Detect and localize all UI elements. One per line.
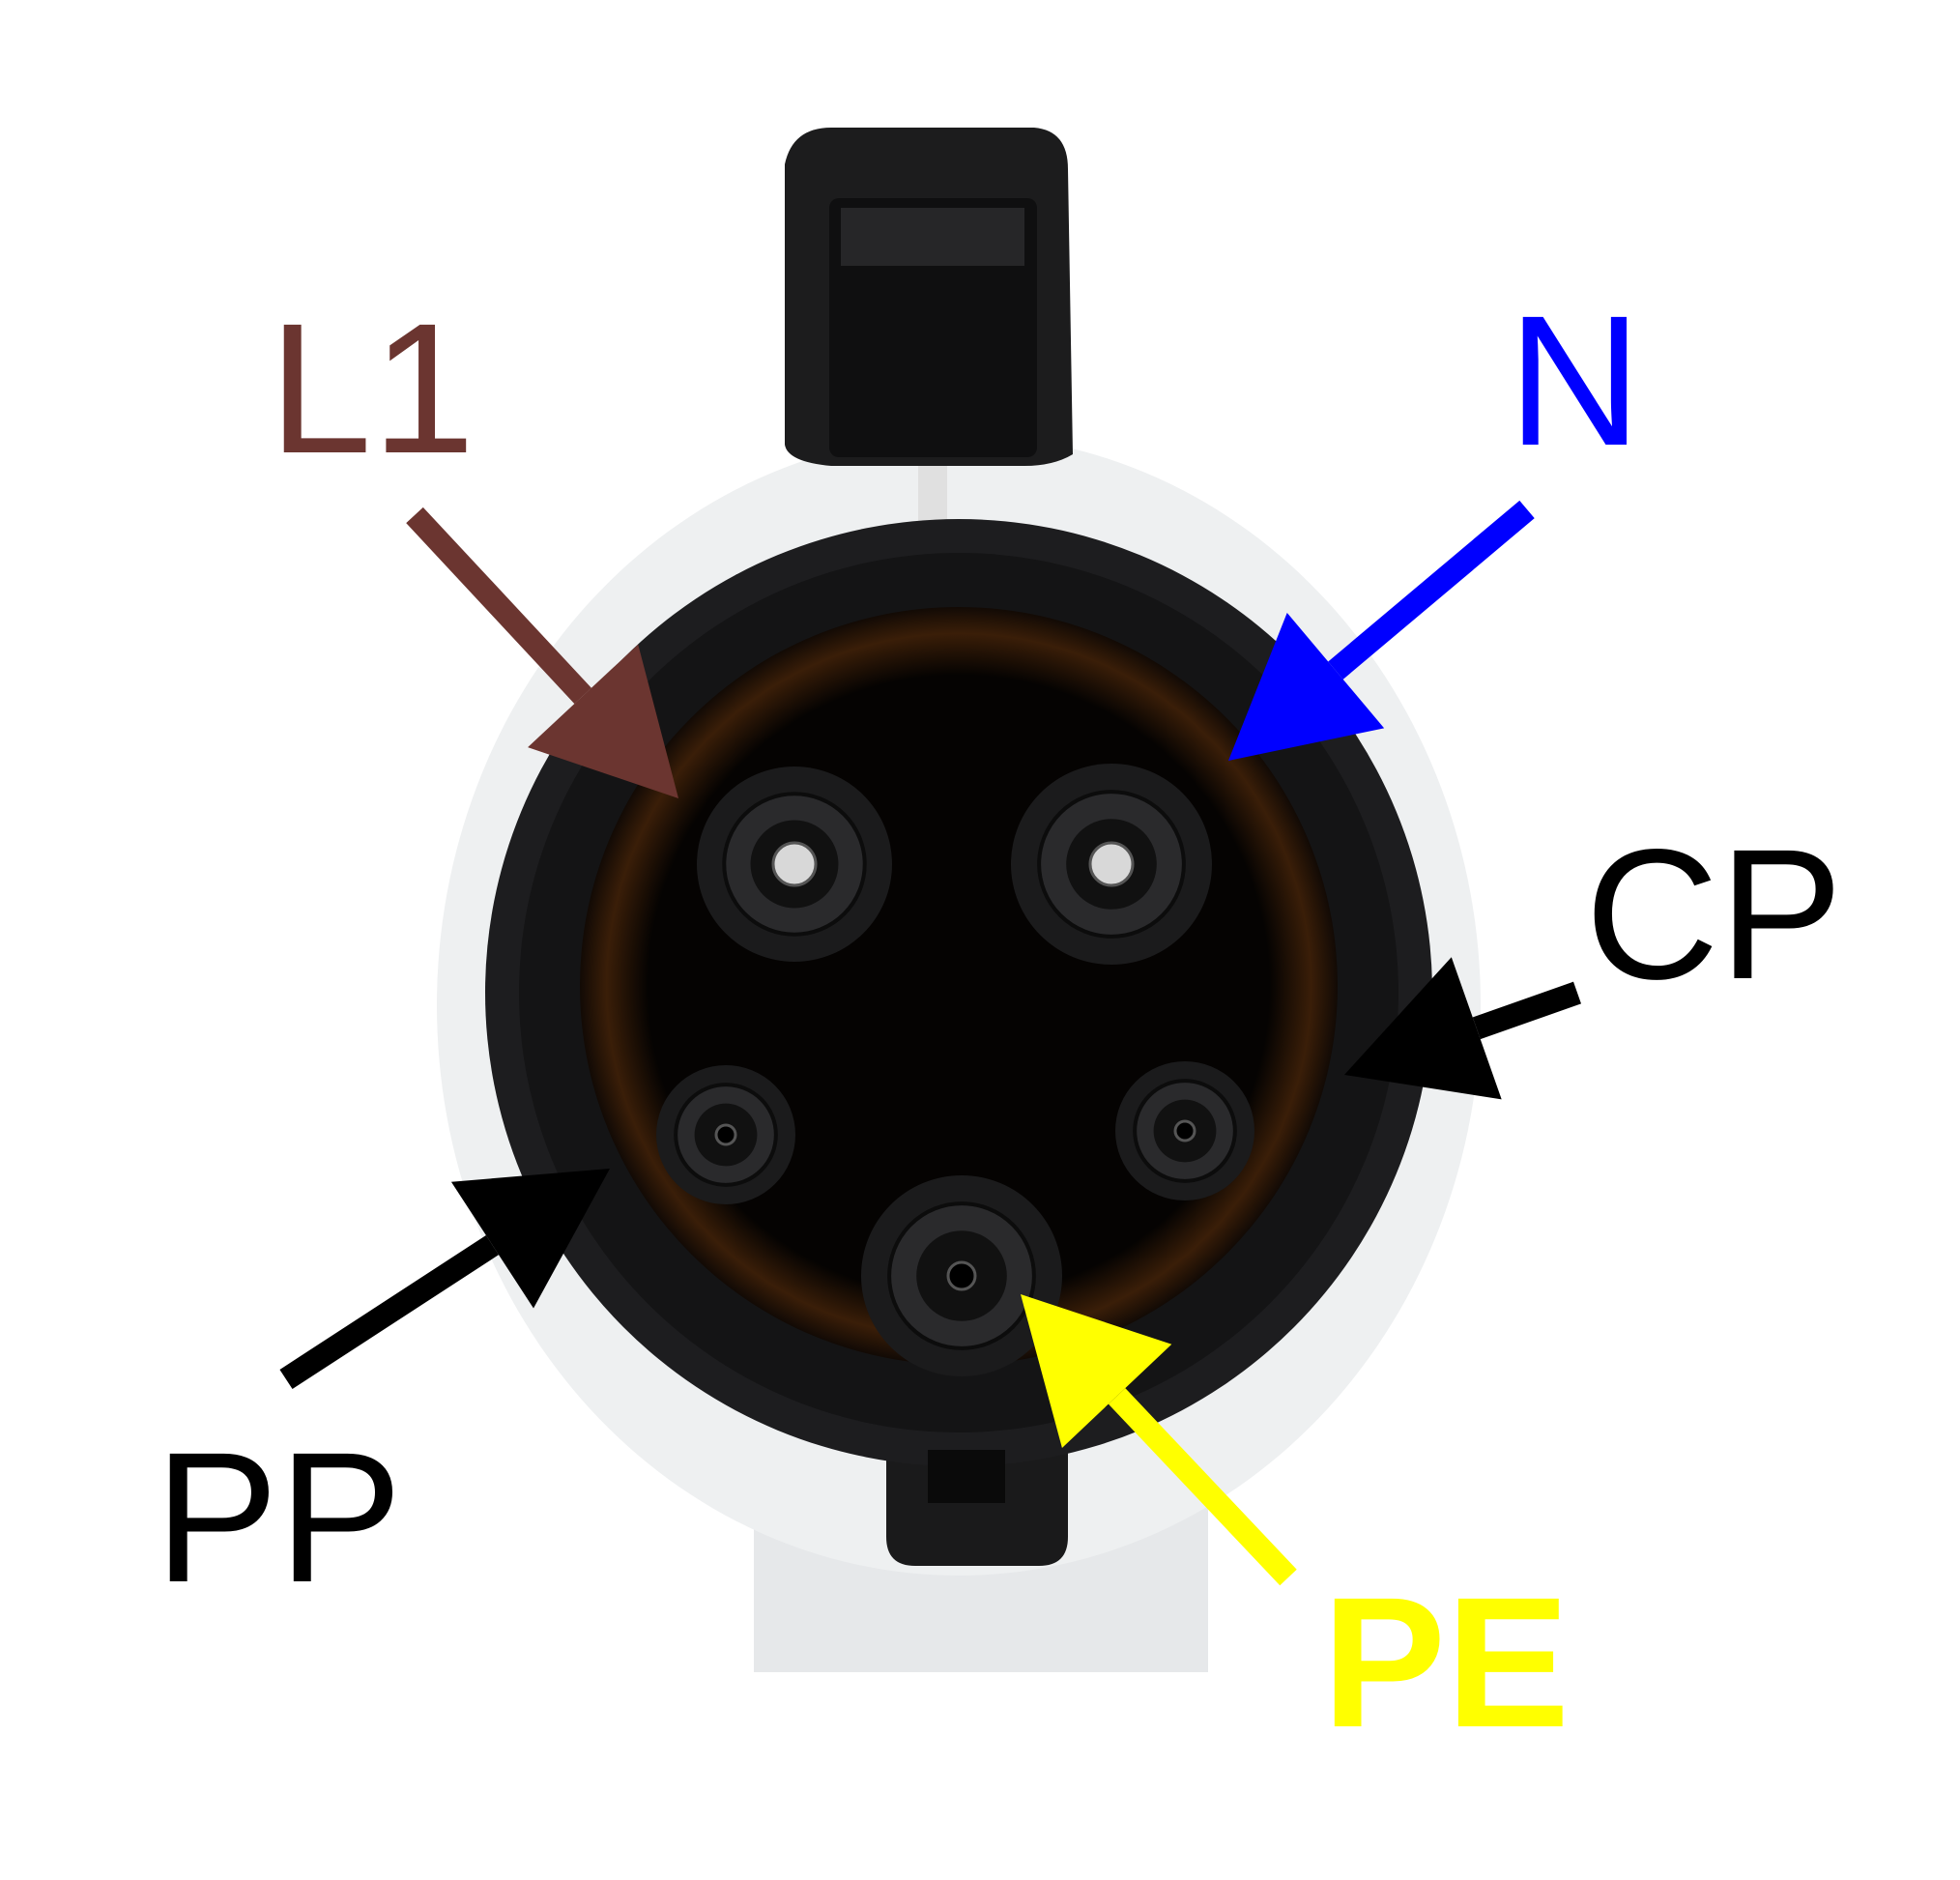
pin-l1	[697, 766, 892, 962]
arrow-cp	[1344, 957, 1581, 1100]
pin-pp	[656, 1065, 795, 1204]
arrow-pe	[1021, 1294, 1297, 1586]
pin-cp	[1115, 1061, 1254, 1200]
label-pe: PE	[1322, 1558, 1570, 1766]
arrow-n	[1228, 500, 1535, 761]
label-n: N	[1508, 276, 1642, 484]
latch	[785, 128, 1073, 466]
pin-n	[1011, 764, 1212, 965]
pin-pe	[861, 1175, 1062, 1376]
arrow-pp	[279, 1169, 610, 1390]
arrow-l1	[406, 506, 678, 798]
label-l1: L1	[269, 284, 476, 492]
label-cp: CP	[1585, 810, 1843, 1018]
label-pp: PP	[155, 1413, 402, 1621]
